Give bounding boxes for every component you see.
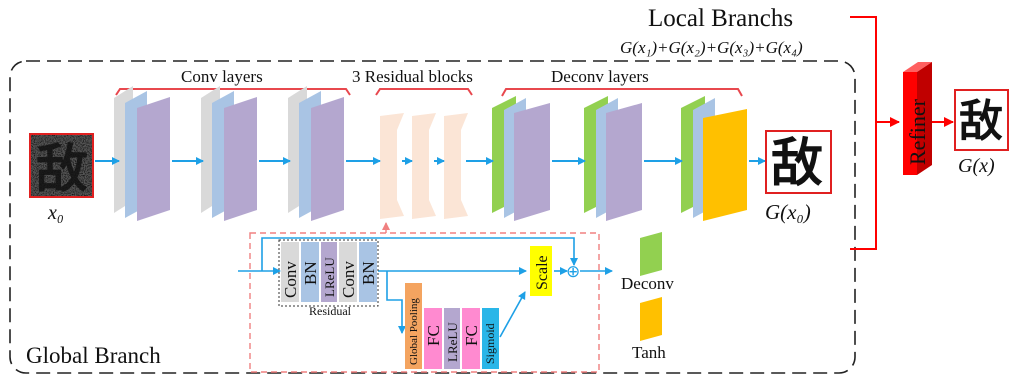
conv-group-2 bbox=[201, 86, 257, 221]
deconv-group-2 bbox=[584, 96, 642, 221]
local-branchs-formula: G(x₁)+G(x₂)+G(x₃)+G(x₄) bbox=[620, 38, 803, 57]
global-branch-label: Global Branch bbox=[26, 343, 161, 368]
se-lrelu: LReLU bbox=[444, 308, 460, 369]
scale-block: Scale bbox=[530, 246, 552, 296]
residual-block-2 bbox=[412, 113, 436, 219]
legend-tanh-label: Tanh bbox=[632, 343, 666, 362]
input-image: 敌 bbox=[29, 133, 94, 199]
deconv-group-3 bbox=[681, 96, 747, 221]
conv-group-1 bbox=[114, 86, 170, 221]
deconv-layers-label: Deconv layers bbox=[551, 67, 649, 86]
legend-deconv-swatch bbox=[640, 232, 662, 276]
se-fc-1: FC bbox=[424, 308, 443, 369]
se-global-pooling: Global Pooling bbox=[405, 283, 422, 369]
conv-layers-bracket bbox=[115, 88, 351, 96]
svg-text:Sigmoid: Sigmoid bbox=[483, 323, 497, 364]
svg-text:FC: FC bbox=[424, 325, 443, 346]
svg-text:Conv: Conv bbox=[281, 261, 300, 298]
residual-block-1 bbox=[380, 113, 404, 219]
residual-detail-frame bbox=[249, 232, 600, 373]
refiner-block: Refiner bbox=[903, 62, 932, 175]
residual-blocks-label: 3 Residual blocks bbox=[352, 67, 473, 86]
output-variable: G(x₀) bbox=[765, 200, 811, 224]
input-char: 敌 bbox=[36, 141, 88, 199]
residual-block-3 bbox=[444, 113, 468, 219]
final-char: 敌 bbox=[959, 97, 1003, 146]
residual-blocks-bracket bbox=[375, 88, 473, 96]
deconv-layers-bracket bbox=[501, 88, 743, 97]
svg-text:BN: BN bbox=[359, 261, 378, 285]
local-branchs-label: Local Branchs bbox=[648, 5, 793, 32]
conv-group-3 bbox=[288, 86, 344, 221]
residual-layer-lrelu: LReLU bbox=[321, 242, 337, 302]
add-icon: ⊕ bbox=[566, 262, 580, 281]
svg-text:Conv: Conv bbox=[339, 261, 358, 298]
svg-text:FC: FC bbox=[462, 325, 481, 346]
residual-layer-bn-1: BN bbox=[301, 242, 320, 302]
output-char: 敌 bbox=[771, 135, 823, 193]
svg-text:Scale: Scale bbox=[534, 255, 551, 290]
svg-text:LReLU: LReLU bbox=[445, 322, 460, 362]
refiner-label: Refiner bbox=[905, 98, 930, 165]
residual-layer-conv-2: Conv bbox=[339, 242, 358, 302]
output-image: 敌 bbox=[765, 130, 832, 194]
se-fc-2: FC bbox=[462, 308, 481, 369]
conv-layers-label: Conv layers bbox=[181, 67, 263, 86]
residual-sub-frame bbox=[278, 239, 379, 307]
legend-deconv-label: Deconv bbox=[621, 274, 674, 293]
final-output-variable: G(x) bbox=[958, 155, 995, 177]
svg-text:LReLU: LReLU bbox=[322, 257, 337, 297]
deconv-group-1 bbox=[492, 96, 550, 221]
branch-connector bbox=[850, 16, 954, 250]
se-sigmoid: Sigmoid bbox=[482, 308, 499, 369]
residual-caption: Residual bbox=[309, 304, 352, 318]
residual-detail-arrows bbox=[238, 237, 613, 338]
input-variable: x₀ bbox=[47, 202, 64, 224]
residual-layer-bn-2: BN bbox=[359, 242, 378, 302]
svg-text:Global Pooling: Global Pooling bbox=[408, 298, 420, 365]
legend-tanh-swatch bbox=[640, 297, 662, 341]
svg-text:BN: BN bbox=[301, 261, 320, 285]
final-output-image: 敌 bbox=[954, 89, 1009, 151]
residual-layer-conv-1: Conv bbox=[281, 242, 300, 302]
global-branch-frame bbox=[9, 60, 856, 374]
